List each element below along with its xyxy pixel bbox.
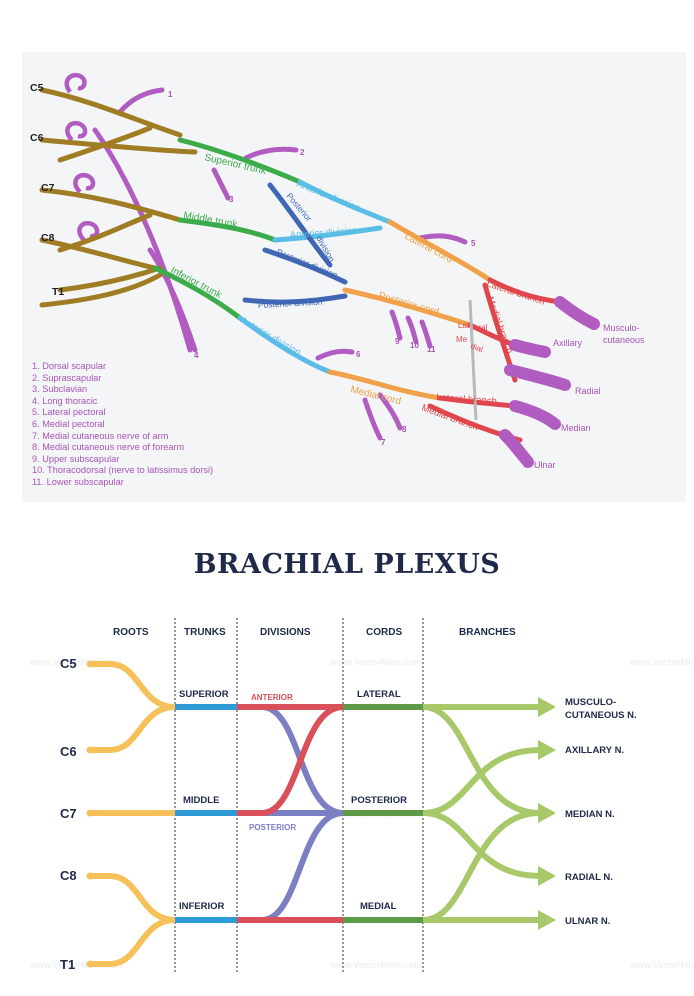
legend-item: 8. Medial cutaneous nerve of forearm xyxy=(32,442,185,453)
page-title: BRACHIAL PLEXUS xyxy=(193,549,501,580)
nerve-number-9: 9 xyxy=(395,337,400,346)
header-cords: CORDS xyxy=(366,627,402,638)
posterior-division-label-2: Posterior division xyxy=(258,297,323,310)
trunk-middle: MIDDLE xyxy=(183,795,219,806)
division-anterior-label: ANTERIOR xyxy=(251,693,293,702)
nerve-number-5: 5 xyxy=(471,239,476,248)
legend-item: 6. Medial pectoral xyxy=(32,418,105,429)
root-label-c6: C6 xyxy=(30,132,44,144)
root-label-c8: C8 xyxy=(41,232,55,244)
watermark: www.VectorMine.com xyxy=(629,657,694,667)
middle-trunk-label: Middle trunk xyxy=(182,210,239,230)
anterior-division-label-3: Anterior division xyxy=(239,315,303,358)
trunk-inferior: INFERIOR xyxy=(179,901,225,912)
legend-item: 10. Thoracodorsal (nerve to latissimus d… xyxy=(32,465,214,476)
nerve-number-7: 7 xyxy=(381,438,386,447)
cord-lateral: LATERAL xyxy=(357,689,401,700)
musculocutaneous-label-1: Musculo- xyxy=(603,323,640,333)
median-label: Median xyxy=(561,423,591,433)
cord-medial: MEDIAL xyxy=(360,901,397,912)
branch-lines xyxy=(422,704,541,923)
small-label-lat: Lat xyxy=(458,321,470,330)
root-c6: C6 xyxy=(60,744,77,759)
cord-lines xyxy=(343,704,423,923)
legend-item: 4. Long thoracic xyxy=(32,395,98,406)
trunks xyxy=(152,137,303,321)
root-label-c5: C5 xyxy=(30,82,44,94)
anatomical-plexus-diagram: C5 C6 C7 C8 T1 Superior trunk Middle tru… xyxy=(30,72,645,470)
watermark: www.VectorMine.com xyxy=(629,960,694,970)
nerve-number-4: 4 xyxy=(194,351,199,360)
nerve-number-3: 3 xyxy=(229,195,234,204)
musculocutaneous-label-2: cutaneous xyxy=(603,335,645,345)
small-label-me: Me xyxy=(456,335,468,344)
axillary-artery xyxy=(468,299,478,421)
branch-median: MEDIAN N. xyxy=(565,809,615,820)
root-c8: C8 xyxy=(60,868,77,883)
trunk-lines xyxy=(175,704,237,923)
watermark: www.VectorMine.com xyxy=(29,960,122,970)
nerve-number-1: 1 xyxy=(168,90,173,99)
watermark: www.VectorMine.com xyxy=(329,657,422,667)
branch-arrowheads xyxy=(538,697,556,930)
branch-musculocutaneous-2: CUTANEOUS N. xyxy=(565,710,637,721)
header-trunks: TRUNKS xyxy=(184,627,226,638)
small-nerve-branches xyxy=(92,87,468,441)
nerve-legend: 1. Dorsal scapular 2. Suprascapular 3. S… xyxy=(32,361,213,489)
nerve-number-11: 11 xyxy=(427,345,436,354)
anterior-division-label-2: Anterior division xyxy=(289,225,357,241)
radial-label: Radial xyxy=(575,386,601,396)
legend-item: 3. Subclavian xyxy=(32,384,88,395)
lateral-branch-label-2: Lateral branch xyxy=(436,392,497,407)
legend-item: 2. Suprascapular xyxy=(32,372,102,383)
branch-axillary: AXILLARY N. xyxy=(565,745,624,756)
header-divisions: DIVISIONS xyxy=(260,627,311,638)
division-posterior-label: POSTERIOR xyxy=(249,823,296,832)
column-dividers xyxy=(174,618,424,972)
schematic-plexus-diagram: www.VectorMine.com www.VectorMine.com ww… xyxy=(29,618,694,972)
root-lines xyxy=(87,661,178,967)
terminal-nerves xyxy=(499,296,600,468)
anterior-divisions xyxy=(237,179,393,375)
root-t1: T1 xyxy=(60,957,75,972)
trunk-superior: SUPERIOR xyxy=(179,689,229,700)
axillary-label: Axillary xyxy=(553,338,583,348)
ulnar-label: Ulnar xyxy=(534,460,556,470)
medial-branch-label-2: Medial branch xyxy=(420,402,480,433)
root-label-t1: T1 xyxy=(52,286,64,298)
root-ganglia xyxy=(64,72,100,242)
small-label-eral: eral xyxy=(474,323,488,332)
root-c7: C7 xyxy=(60,806,77,821)
legend-item: 9. Upper subscapular xyxy=(32,453,120,464)
posterior-divisions xyxy=(242,182,348,305)
legend-item: 11. Lower subscapular xyxy=(32,476,124,487)
cords xyxy=(327,219,493,401)
header-branches: BRANCHES xyxy=(459,627,516,638)
branch-radial: RADIAL N. xyxy=(565,872,613,883)
watermark: www.VectorMine.com xyxy=(329,960,422,970)
nerve-number-10: 10 xyxy=(410,341,419,350)
root-label-c7: C7 xyxy=(41,182,55,194)
header-roots: ROOTS xyxy=(113,627,149,638)
nerve-number-2: 2 xyxy=(300,148,305,157)
branch-musculocutaneous-1: MUSCULO- xyxy=(565,697,616,708)
anterior-division-lines xyxy=(237,704,344,923)
branch-ulnar: ULNAR N. xyxy=(565,916,610,927)
small-label-dial: dial xyxy=(469,341,484,354)
cord-posterior: POSTERIOR xyxy=(351,795,407,806)
nerve-number-8: 8 xyxy=(402,425,407,434)
root-endpoints xyxy=(86,660,94,968)
nerve-number-6: 6 xyxy=(356,350,361,359)
roots xyxy=(39,87,198,308)
legend-item: 7. Medial cutaneous nerve of arm xyxy=(32,430,169,441)
legend-item: 1. Dorsal scapular xyxy=(32,361,107,371)
root-c5: C5 xyxy=(60,656,77,671)
posterior-cord-label: Posterior cord xyxy=(377,290,440,318)
watermark: www.VectorMine.com xyxy=(29,657,122,667)
legend-item: 5. Lateral pectoral xyxy=(32,407,106,418)
medial-branch-label-1: Medial branch xyxy=(484,295,515,355)
